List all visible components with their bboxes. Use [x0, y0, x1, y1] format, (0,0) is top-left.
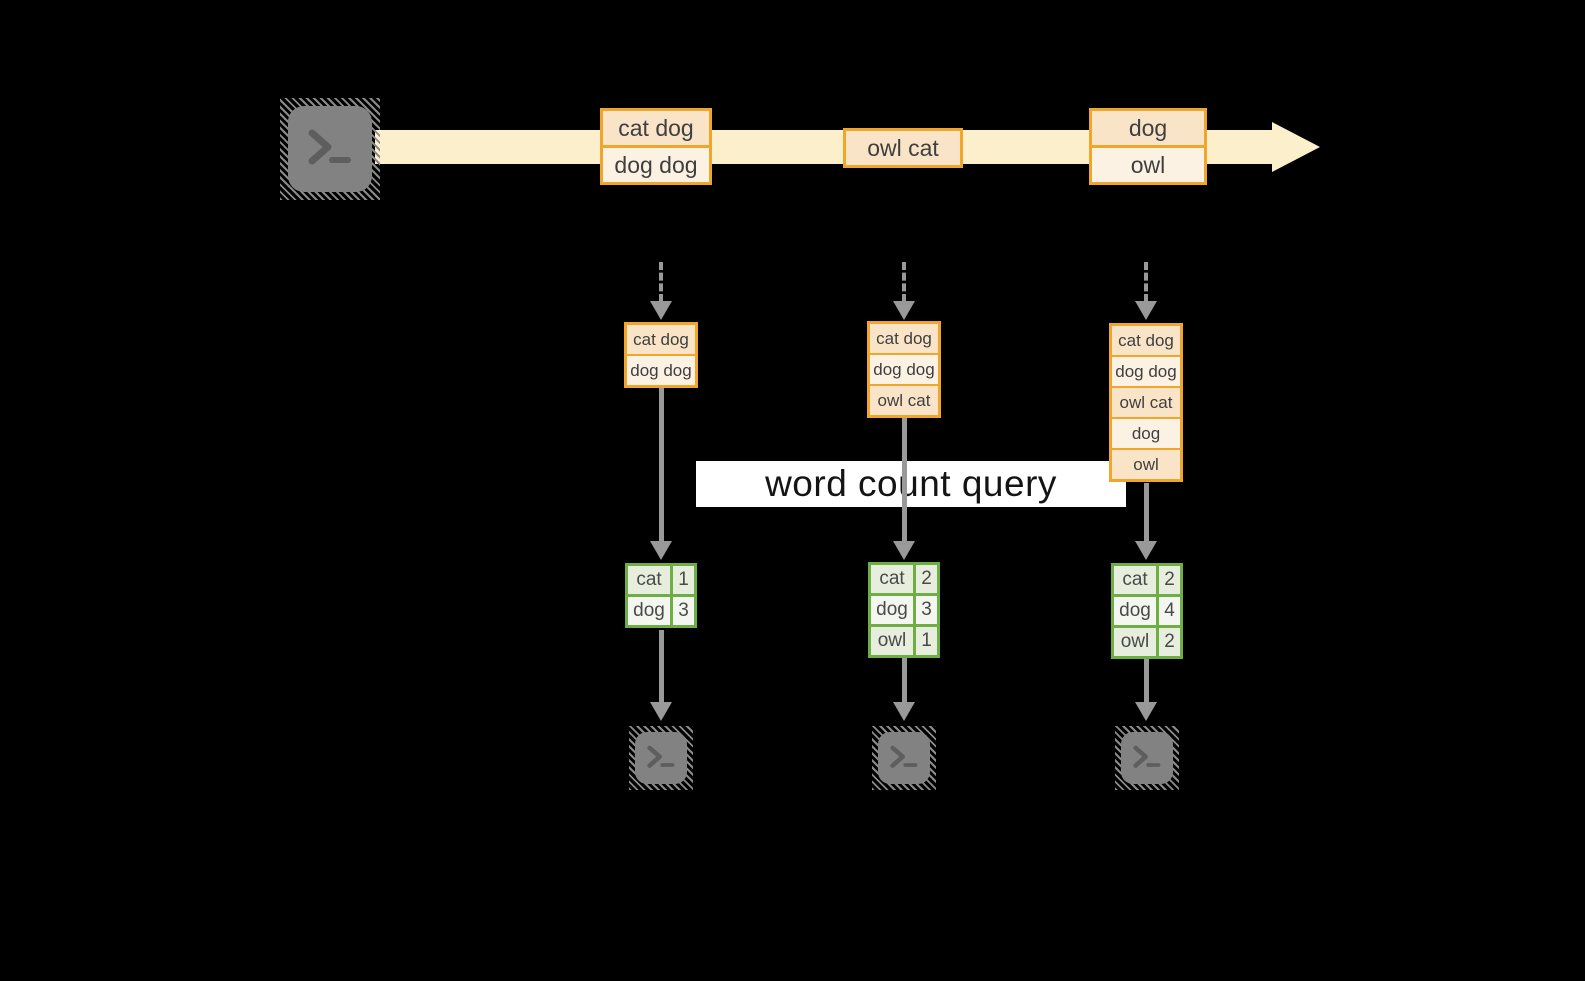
- count-word: dog: [1114, 597, 1156, 625]
- count-word: dog: [628, 597, 670, 625]
- state-box-3: cat dog dog dog owl cat dog owl: [1109, 323, 1183, 482]
- state-cell: dog dog: [870, 355, 938, 384]
- count-row: cat 1: [628, 566, 694, 594]
- stream-event-cell: dog: [1092, 111, 1204, 145]
- count-value: 3: [673, 597, 694, 625]
- down-arrow-line: [659, 388, 664, 542]
- count-value: 2: [916, 565, 937, 593]
- count-word: dog: [871, 596, 913, 624]
- state-box-2: cat dog dog dog owl cat: [867, 321, 941, 418]
- source-terminal-icon: [280, 98, 380, 200]
- count-value: 2: [1159, 566, 1180, 594]
- sink-terminal-icon-1: [629, 726, 693, 790]
- down-arrow-head-icon: [893, 702, 915, 721]
- count-row: cat 2: [1114, 566, 1180, 594]
- state-cell: cat dog: [627, 325, 695, 354]
- dashed-arrow-line: [902, 262, 906, 302]
- dashed-arrow-head-icon: [650, 301, 672, 320]
- down-arrow-line: [1144, 483, 1149, 542]
- state-box-1: cat dog dog dog: [624, 322, 698, 388]
- state-cell: cat dog: [1112, 326, 1180, 355]
- stream-event-cell: owl cat: [846, 131, 960, 165]
- stream-event-box-3: dog owl: [1089, 108, 1207, 185]
- query-label: word count query: [696, 461, 1126, 507]
- sink-terminal-icon-3: [1115, 726, 1179, 790]
- count-table-1: cat 1 dog 3: [625, 563, 697, 628]
- down-arrow-head-icon: [650, 541, 672, 560]
- down-arrow-line: [902, 418, 907, 542]
- count-row: dog 4: [1114, 597, 1180, 625]
- dashed-arrow-line: [659, 262, 663, 302]
- stream-arrow-head-icon: [1272, 122, 1320, 172]
- count-row: dog 3: [628, 597, 694, 625]
- stream-event-cell: cat dog: [603, 111, 709, 145]
- dashed-arrow-head-icon: [893, 301, 915, 320]
- count-word: cat: [871, 565, 913, 593]
- dashed-arrow-head-icon: [1135, 301, 1157, 320]
- count-value: 1: [916, 627, 937, 655]
- count-word: cat: [628, 566, 670, 594]
- down-arrow-head-icon: [893, 541, 915, 560]
- state-cell: dog: [1112, 419, 1180, 448]
- count-word: owl: [871, 627, 913, 655]
- terminal-icon: [878, 732, 930, 784]
- terminal-icon: [1121, 732, 1173, 784]
- count-row: owl 1: [871, 627, 937, 655]
- count-value: 3: [916, 596, 937, 624]
- stream-event-box-1: cat dog dog dog: [600, 108, 712, 185]
- state-cell: cat dog: [870, 324, 938, 353]
- down-arrow-head-icon: [650, 702, 672, 721]
- down-arrow-head-icon: [1135, 702, 1157, 721]
- count-row: cat 2: [871, 565, 937, 593]
- count-word: owl: [1114, 628, 1156, 656]
- stream-event-cell: owl: [1092, 148, 1204, 182]
- count-row: owl 2: [1114, 628, 1180, 656]
- terminal-icon: [635, 732, 687, 784]
- stream-event-cell: dog dog: [603, 148, 709, 182]
- count-value: 4: [1159, 597, 1180, 625]
- down-arrow-line: [1144, 659, 1149, 703]
- down-arrow-line: [902, 658, 907, 703]
- state-cell: owl: [1112, 450, 1180, 479]
- state-cell: dog dog: [1112, 357, 1180, 386]
- state-cell: dog dog: [627, 356, 695, 385]
- stream-event-box-2: owl cat: [843, 128, 963, 168]
- down-arrow-head-icon: [1135, 541, 1157, 560]
- sink-terminal-icon-2: [872, 726, 936, 790]
- count-word: cat: [1114, 566, 1156, 594]
- count-table-2: cat 2 dog 3 owl 1: [868, 562, 940, 658]
- count-table-3: cat 2 dog 4 owl 2: [1111, 563, 1183, 659]
- terminal-icon: [288, 106, 372, 192]
- count-value: 1: [673, 566, 694, 594]
- dashed-arrow-line: [1144, 262, 1148, 302]
- state-cell: owl cat: [870, 386, 938, 415]
- count-value: 2: [1159, 628, 1180, 656]
- count-row: dog 3: [871, 596, 937, 624]
- state-cell: owl cat: [1112, 388, 1180, 417]
- down-arrow-line: [659, 630, 664, 703]
